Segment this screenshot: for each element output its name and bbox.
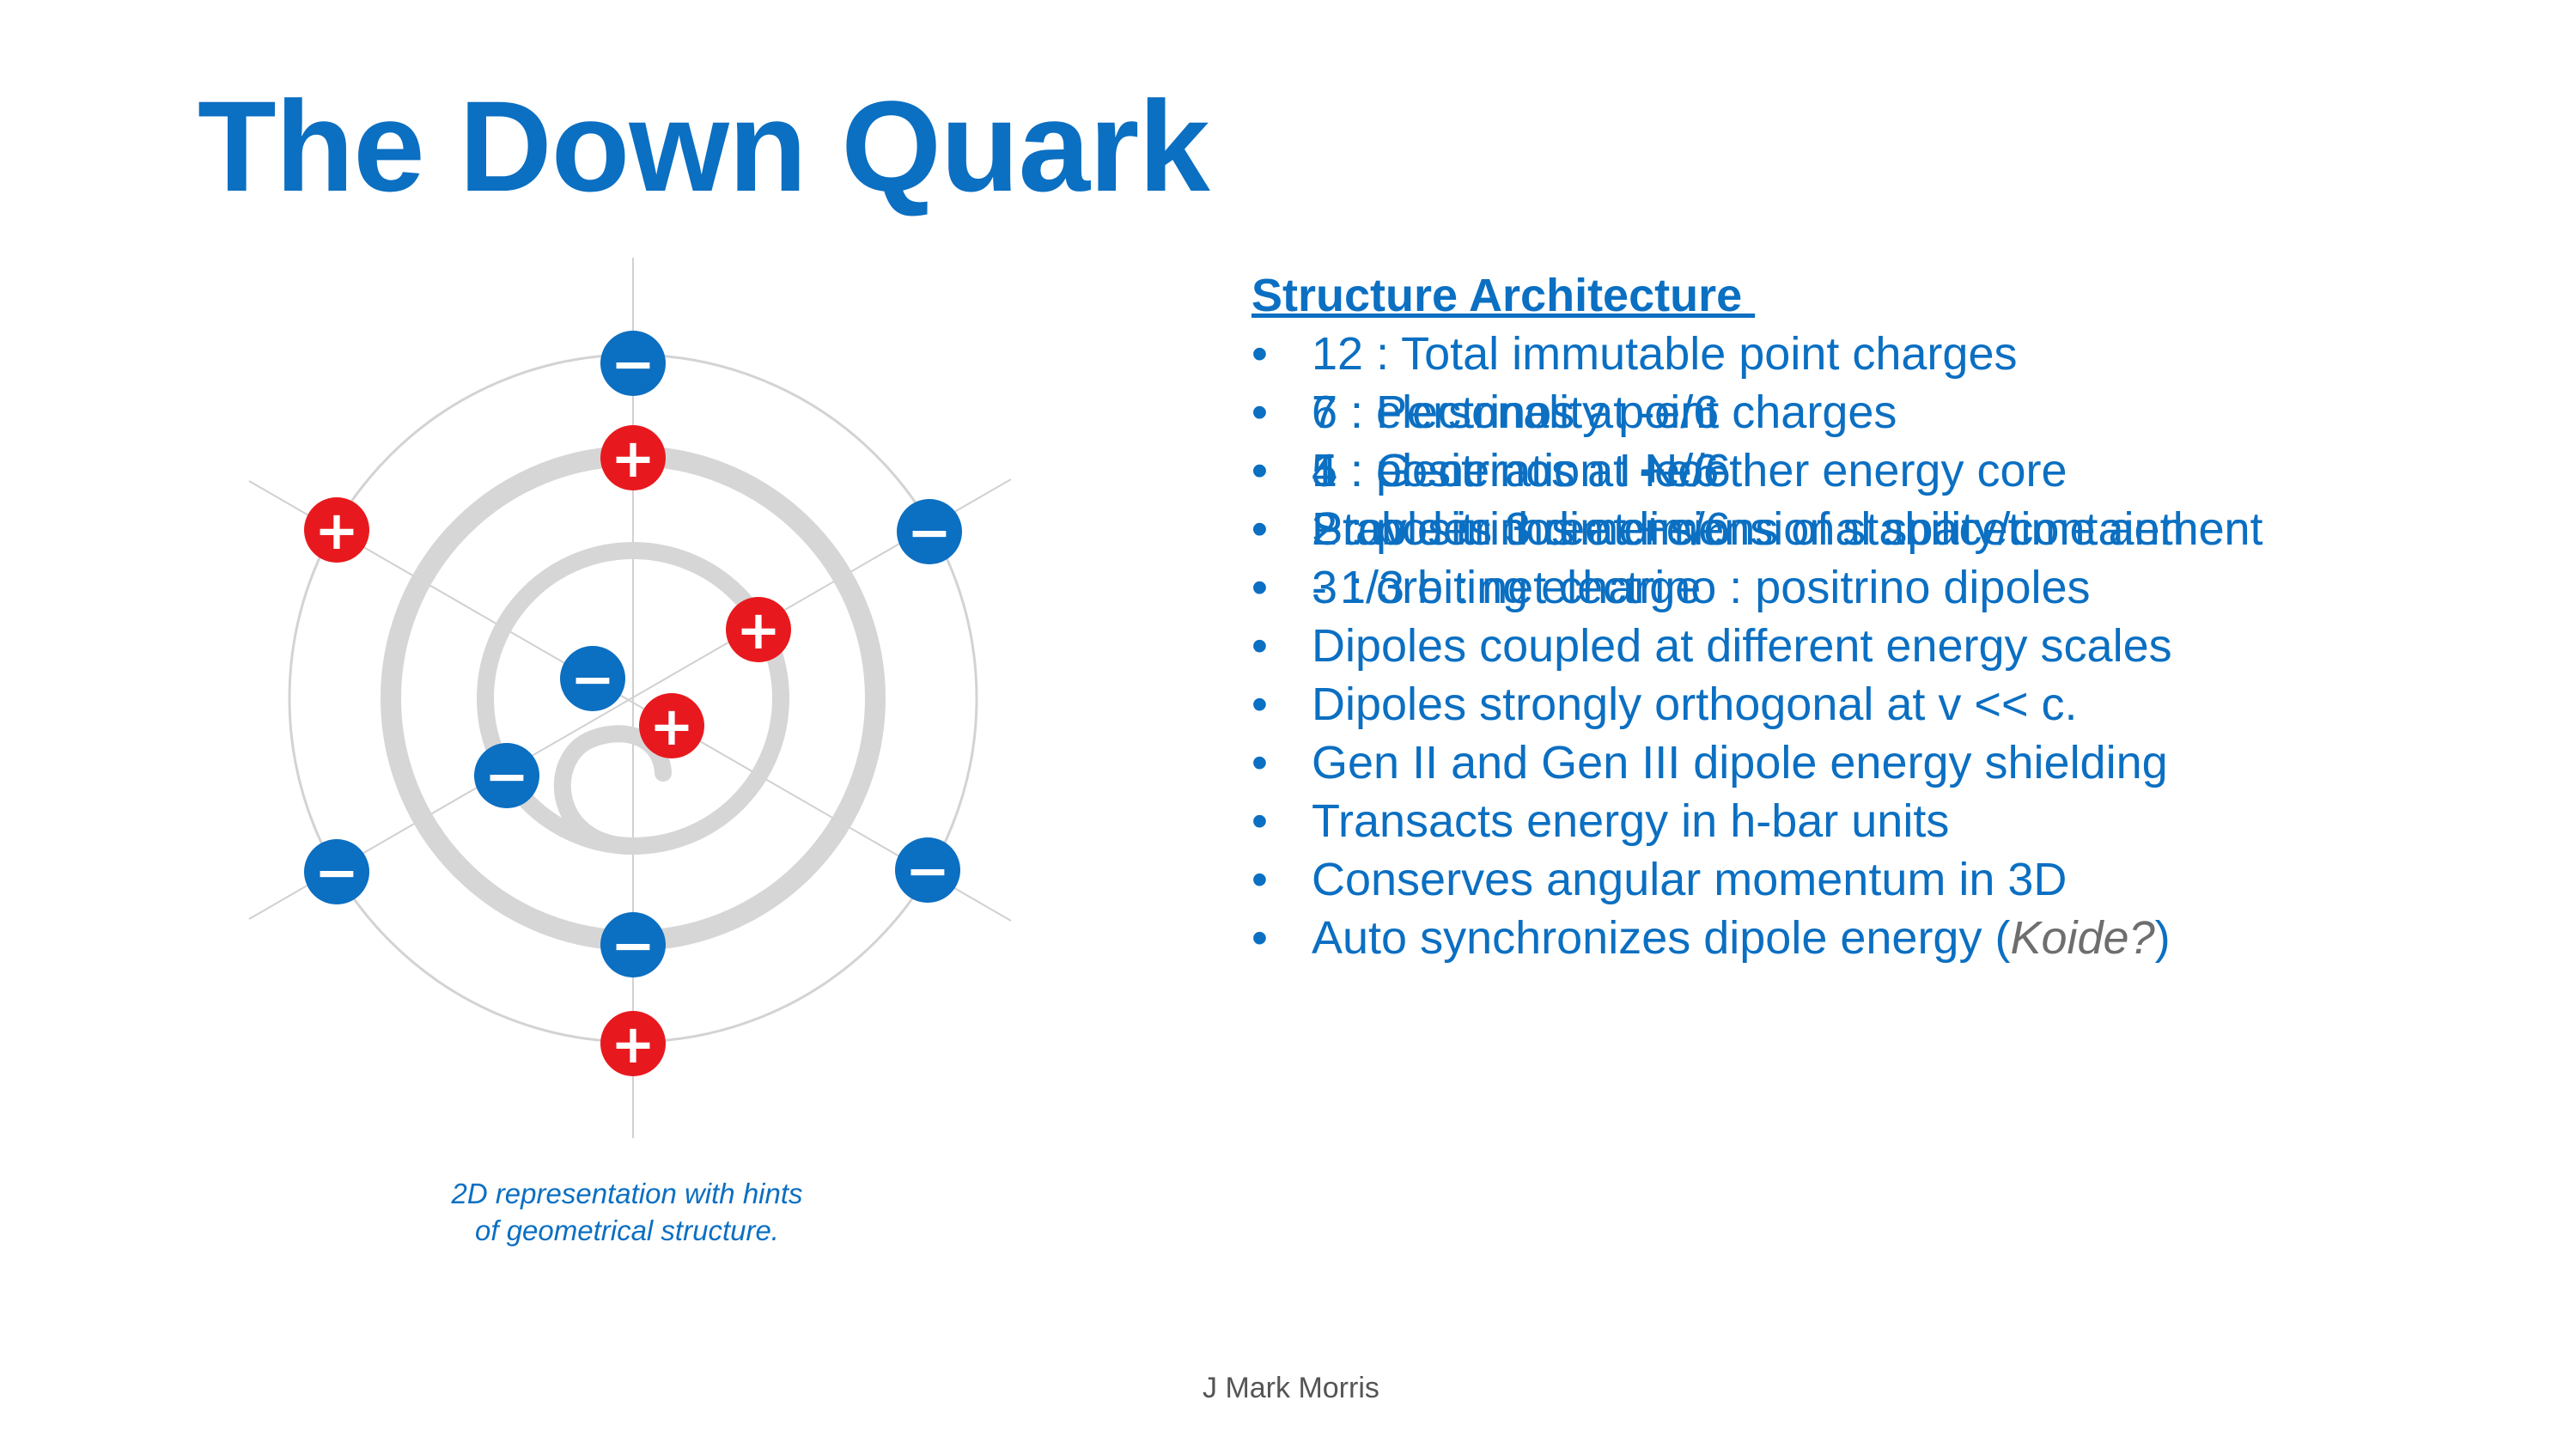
axis-diagonal-ascending: [248, 478, 1012, 920]
plus-icon: +: [611, 427, 655, 490]
author-credit: J Mark Morris: [1203, 1372, 1379, 1404]
axis-diagonal-descending: [248, 480, 1012, 922]
positrino-charge-3: +: [304, 497, 369, 563]
charge-disc: [600, 1011, 666, 1076]
section-label: 6 : Personality point charges: [1312, 387, 1897, 438]
structure-heading: Structure Architecture: [1251, 270, 1756, 321]
list-item: Dipoles strongly orthogonal at v << c.: [1251, 675, 2263, 734]
electrino-charge-8: −: [474, 743, 539, 808]
section-energy-core: 1 : Generation I Noether energy core Pro…: [1251, 441, 2263, 967]
electrino-charge-1: −: [600, 331, 666, 396]
list-item: Gen II and Gen III dipole energy shieldi…: [1251, 734, 2263, 792]
section-label: 12 : Total immutable point charges: [1312, 328, 2018, 380]
charge-disc: [474, 743, 539, 808]
minus-icon: −: [314, 841, 359, 904]
section-stability: Stable in three dimensional spacetime ae…: [1251, 500, 2263, 558]
list-item: 3 : orbiting electrino : positrino dipol…: [1251, 558, 2263, 617]
charge-disc: [600, 912, 666, 977]
charge-disc: [304, 839, 369, 904]
charge-disc: [726, 597, 791, 662]
charge-disc: [600, 331, 666, 396]
electrino-charge-6: −: [560, 646, 625, 711]
minus-icon: −: [905, 839, 950, 902]
koide-prefix: Auto synchronizes dipole energy (: [1312, 912, 2011, 964]
plus-icon: +: [649, 695, 694, 758]
charge-disc: [897, 499, 962, 564]
charge-disc: [304, 497, 369, 563]
positrino-charge-7: +: [639, 693, 704, 758]
list-item: Transacts energy in h-bar units: [1251, 792, 2263, 850]
charge-disc: [560, 646, 625, 711]
section-label: Stable in three dimensional spacetime ae…: [1312, 503, 2240, 555]
caption-line-2: of geometrical structure.: [475, 1215, 779, 1246]
minus-icon: −: [611, 914, 655, 977]
koide-suffix: ): [2154, 912, 2171, 964]
charge-disc: [895, 837, 960, 903]
minus-icon: −: [611, 332, 655, 395]
diagram-caption: 2D representation with hints of geometri…: [369, 1175, 885, 1249]
structure-panel: Structure Architecture 12 : Total immuta…: [1251, 266, 2263, 967]
caption-line-1: 2D representation with hints: [451, 1178, 803, 1209]
electrino-charge-10: −: [895, 837, 960, 903]
koide-emphasis: Koide?: [2010, 912, 2155, 964]
positrino-charge-12: +: [600, 1011, 666, 1076]
charge-disc: [639, 693, 704, 758]
list-item-koide: Auto synchronizes dipole energy (Koide?): [1251, 909, 2263, 967]
plus-icon: +: [314, 499, 359, 562]
electrino-charge-11: −: [600, 912, 666, 977]
structure-list: 12 : Total immutable point charges 7 : e…: [1251, 325, 2263, 967]
minus-icon: −: [907, 501, 952, 563]
plus-icon: +: [736, 599, 781, 661]
electrino-charge-9: −: [304, 839, 369, 904]
electrino-charge-4: −: [897, 499, 962, 564]
minus-icon: −: [484, 745, 529, 807]
plus-icon: +: [611, 1013, 655, 1075]
section-total-charges: 12 : Total immutable point charges 7 : e…: [1251, 325, 2263, 500]
section-personality-charges: 6 : Personality point charges 4 : electr…: [1251, 383, 2263, 617]
section-label: 1 : Generation I Noether energy core: [1312, 445, 2067, 496]
core-spiral: [553, 725, 672, 855]
page-title: The Down Quark: [198, 74, 1210, 218]
charge-group: −++−+−+−−−−+: [304, 331, 962, 1076]
charge-disc: [600, 425, 666, 490]
positrino-charge-2: +: [600, 425, 666, 490]
minus-icon: −: [570, 648, 615, 710]
list-item: Conserves angular momentum in 3D: [1251, 850, 2263, 909]
positrino-charge-5: +: [726, 597, 791, 662]
list-item: Dipoles coupled at different energy scal…: [1251, 617, 2263, 675]
